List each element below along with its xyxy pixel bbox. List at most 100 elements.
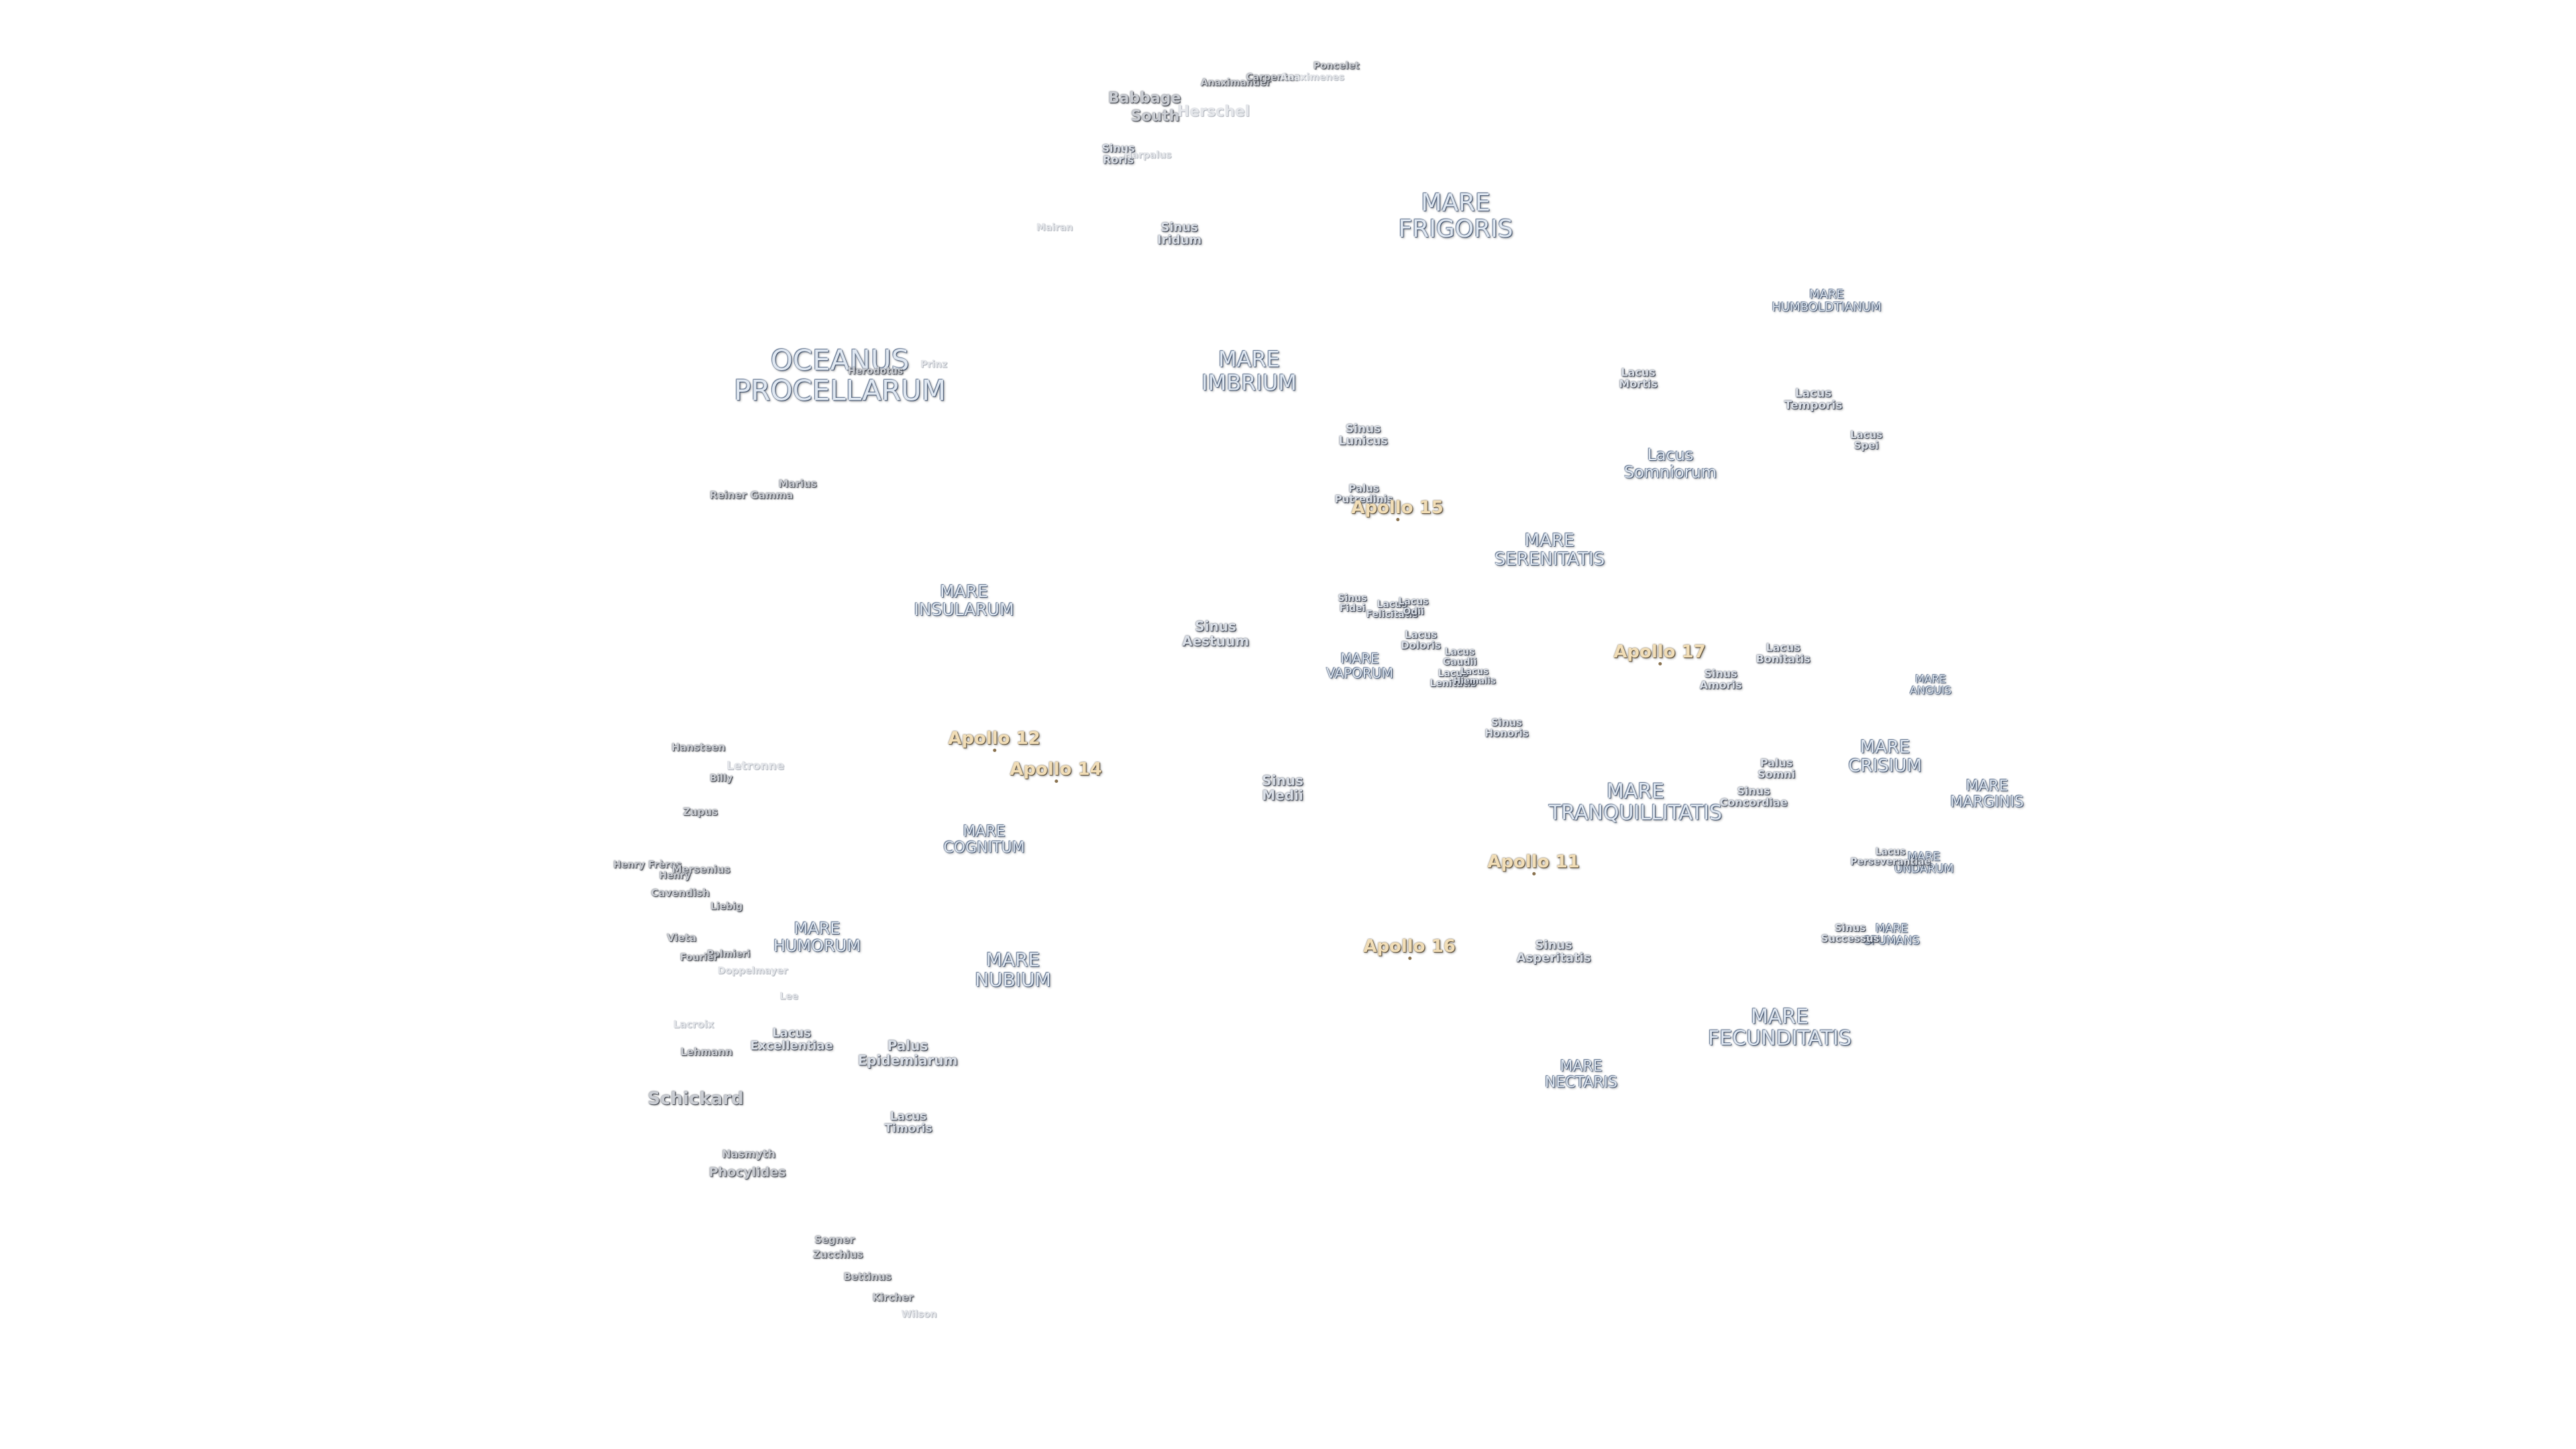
map-label-hansteen: Hansteen bbox=[672, 742, 725, 753]
map-label-liebig: Liebig bbox=[710, 902, 743, 912]
map-label-marius: Marius bbox=[778, 478, 816, 489]
map-label-line: INSULARUM bbox=[914, 600, 1014, 619]
map-label-line: Doloris bbox=[1401, 639, 1441, 651]
map-label-line: Amoris bbox=[1699, 679, 1742, 692]
map-label-line: MARE bbox=[1218, 346, 1280, 372]
map-label-fourier: Fourier bbox=[680, 953, 718, 963]
map-label-line: Lacus bbox=[1794, 386, 1832, 400]
map-label-line: Cavendish bbox=[651, 886, 710, 899]
map-label-line: Sinus bbox=[1834, 921, 1866, 934]
map-label-line: Zupus bbox=[683, 805, 718, 818]
map-label-zupus: Zupus bbox=[683, 806, 718, 817]
map-label-lehmann: Lehmann bbox=[680, 1046, 733, 1057]
map-label-line: Sinus bbox=[1262, 772, 1303, 789]
map-label-line: Apollo 15 bbox=[1351, 497, 1444, 518]
map-label-line: Lacus bbox=[1875, 846, 1906, 857]
map-label-line: MARE bbox=[1421, 189, 1491, 217]
map-label-line: Palus bbox=[1760, 756, 1793, 769]
map-label-line: Vieta bbox=[667, 931, 696, 944]
map-label-line: OCEANUS bbox=[770, 343, 910, 377]
map-label-palmieri: Palmieri bbox=[707, 949, 751, 959]
map-label-line: Wilson bbox=[901, 1309, 937, 1320]
map-label-line: Bettinus bbox=[843, 1270, 892, 1283]
map-label-line: Honoris bbox=[1485, 727, 1529, 739]
map-label-line: Marius bbox=[778, 477, 817, 490]
map-label-line: Iridum bbox=[1157, 233, 1202, 248]
map-label-line: Mersenius bbox=[672, 863, 731, 875]
map-label-line: Spei bbox=[1854, 439, 1879, 451]
map-label-line: Hansteen bbox=[671, 741, 726, 753]
map-label-line: Sinus bbox=[1338, 592, 1367, 604]
map-label-line: MARE bbox=[1966, 777, 2008, 795]
map-label-line: Felicitatis bbox=[1366, 609, 1418, 620]
map-label-line: Sinus bbox=[1491, 716, 1523, 729]
map-label-line: Phocylides bbox=[708, 1165, 786, 1180]
map-label-line: Lee bbox=[780, 991, 798, 1002]
map-label-line: Henry bbox=[659, 870, 691, 881]
map-label-line: MARE bbox=[1524, 530, 1575, 551]
map-label-line: Apollo 11 bbox=[1487, 851, 1580, 872]
map-label-line: Sinus bbox=[1161, 220, 1198, 235]
map-label-line: HUMORUM bbox=[773, 936, 861, 955]
map-label-line: Anaximander bbox=[1200, 77, 1271, 89]
map-label-line: MARE bbox=[985, 948, 1040, 971]
map-label-line: Sinus bbox=[1535, 938, 1572, 953]
map-label-line: Sinus bbox=[1704, 667, 1737, 680]
map-label-line: MARE bbox=[1907, 850, 1941, 864]
map-label-line: COGNITUM bbox=[943, 839, 1025, 856]
map-label-line: Epidemiarum bbox=[857, 1052, 958, 1068]
map-label-line: Segner bbox=[814, 1233, 855, 1246]
map-label-wilson: Wilson bbox=[902, 1309, 937, 1320]
map-label-line: Lacus bbox=[1460, 666, 1489, 677]
map-label-line: Successus bbox=[1821, 932, 1880, 945]
map-label-kircher: Kircher bbox=[872, 1292, 913, 1303]
map-label-line: Lacus bbox=[890, 1110, 927, 1124]
map-label-billy: Billy bbox=[710, 773, 733, 784]
map-label-line: Herodotus bbox=[847, 366, 904, 377]
map-label-line: MARE bbox=[940, 582, 988, 601]
map-label-line: NECTARIS bbox=[1544, 1074, 1618, 1091]
map-label-line: FECUNDITATIS bbox=[1708, 1027, 1851, 1051]
map-label-line: Lunicus bbox=[1338, 435, 1388, 448]
map-label-segner: Segner bbox=[814, 1234, 855, 1245]
map-label-line: Poncelet bbox=[1313, 60, 1360, 72]
landing-site-apollo-11: Apollo 11 bbox=[1487, 851, 1580, 876]
map-label-line: Concordiae bbox=[1719, 796, 1788, 809]
map-label-bettinus: Bettinus bbox=[843, 1271, 891, 1282]
map-label-line: Excellentiae bbox=[750, 1039, 833, 1053]
map-label-line: Roris bbox=[1102, 154, 1134, 166]
map-label-line: Apollo 17 bbox=[1613, 641, 1706, 662]
map-label-south: South bbox=[1131, 109, 1180, 125]
map-label-reiner-gamma: Reiner Gamma bbox=[710, 490, 793, 500]
map-label-line: MARE bbox=[794, 919, 841, 938]
map-label-line: Lacus bbox=[1377, 598, 1407, 610]
map-label-line: Babbage bbox=[1108, 90, 1181, 107]
map-label-line: Perseverantiae bbox=[1850, 857, 1931, 867]
map-label-line: Lacus bbox=[1398, 596, 1429, 607]
map-label-line: SPUMANS bbox=[1864, 934, 1920, 948]
map-label-lacroix: Lacroix bbox=[673, 1019, 714, 1030]
map-label-line: Liebig bbox=[710, 901, 743, 912]
